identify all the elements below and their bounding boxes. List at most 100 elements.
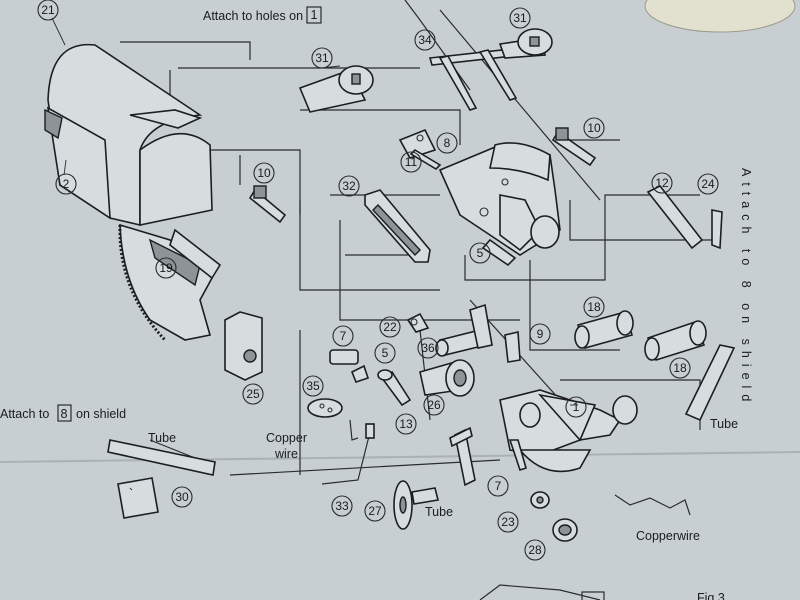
part-label-35: 35: [306, 379, 320, 393]
paper-fold: [0, 451, 800, 463]
part-label-circle: [400, 151, 422, 173]
part-label-circle: [338, 175, 360, 197]
caption-attach-shield-left-box: 8: [61, 407, 68, 421]
tube-right: [684, 344, 736, 422]
part-label-circle: [414, 29, 436, 51]
part-label-circle: [332, 325, 354, 347]
caption-copperwire: Copperwire: [636, 529, 700, 543]
part-label-circle: [171, 486, 193, 508]
part-label-circle: [331, 495, 353, 517]
caption-copper-wire: Copper: [266, 431, 307, 445]
part-label-circle: [697, 173, 719, 195]
tube-left: [107, 439, 216, 476]
corner-object: [644, 0, 796, 33]
part-label-circle: [509, 7, 531, 29]
part-24-clip: [711, 209, 723, 250]
part-label-circle: [417, 337, 439, 359]
part-18-cylinder-lower: [644, 320, 707, 361]
part-35-disc: [307, 398, 343, 418]
part-label-circle: [155, 257, 177, 279]
part-label-32: 32: [342, 179, 356, 193]
part-label-31: 31: [513, 11, 527, 25]
part-label-33: 33: [335, 499, 349, 513]
part-32-bracket-plate: [364, 189, 431, 263]
part-28-ring: [552, 518, 578, 542]
part-label-10: 10: [587, 121, 601, 135]
caption-attach-holes: Attach to holes on 1: [203, 6, 322, 24]
part-label-circle: [374, 342, 396, 364]
part-label-circle: [379, 316, 401, 338]
part-label-circle: [253, 162, 275, 184]
part-30-plate: [117, 477, 159, 519]
part-label-5: 5: [477, 246, 484, 260]
part-label-1: 1: [573, 400, 580, 414]
part-23-nut: [530, 491, 550, 509]
part-label-21: 21: [41, 3, 55, 17]
part-label-circle: [436, 132, 458, 154]
part-label-circle: [669, 357, 691, 379]
part-label-27: 27: [368, 504, 382, 518]
part-label-circle: [302, 375, 324, 397]
part-9-tab: [504, 331, 521, 363]
part-5-main-body: [438, 142, 561, 267]
part-label-circle: [524, 539, 546, 561]
part-label-circle: [395, 413, 417, 435]
part-label-11: 11: [405, 155, 418, 169]
part-1-frame: [499, 389, 638, 473]
part-label-circle: [487, 475, 509, 497]
part-label-31: 31: [315, 51, 329, 65]
part-33-crank: [321, 423, 375, 485]
part-label-circle: [565, 396, 587, 418]
part-label-30: 30: [175, 490, 189, 504]
part-label-circle: [37, 0, 59, 21]
part-label-19: 19: [159, 261, 173, 275]
part-label-circle: [242, 383, 264, 405]
part-27-pulley: [393, 480, 439, 530]
part-21-shield: [44, 17, 203, 227]
part-25-block: [224, 311, 263, 381]
caption-attach-shield-left-pre: Attach to: [0, 407, 49, 421]
part-12-rod: [646, 184, 704, 250]
part-10-pin-left: [248, 185, 287, 224]
part-10-pin-right: [551, 127, 597, 167]
part-label-7: 7: [495, 479, 502, 493]
part-label-9: 9: [537, 327, 544, 341]
caption-attach-vertical: Attach to 8 on shield: [739, 168, 753, 407]
caption-attach-shield-left-post: on shield: [76, 407, 126, 421]
part-label-18: 18: [673, 361, 687, 375]
part-label-36: 36: [421, 341, 435, 355]
caption-tube-bottom: Tube: [425, 505, 453, 519]
part-label-7: 7: [340, 329, 347, 343]
part-label-26: 26: [427, 398, 441, 412]
part-7-small-block: [329, 349, 359, 365]
part-label-circle: [651, 172, 673, 194]
caption-tube-left: Tube: [148, 431, 176, 445]
caption-attach-shield-left: Attach to 8 on shield: [0, 404, 126, 422]
figure-frame-bottom: [479, 584, 605, 600]
caption-attach-holes-box: 1: [311, 8, 318, 22]
part-label-circle: [311, 47, 333, 69]
caption-fig: Fig.3: [697, 591, 725, 600]
part-label-circle: [497, 511, 519, 533]
part-label-13: 13: [399, 417, 413, 431]
part-label-circle: [423, 394, 445, 416]
part-label-8: 8: [444, 136, 451, 150]
part-label-23: 23: [501, 515, 515, 529]
part-label-circle: [469, 242, 491, 264]
part-7-lever: [449, 426, 476, 487]
part-22-lever: [406, 312, 430, 333]
part-label-2: 2: [63, 177, 70, 191]
part-label-circle: [583, 117, 605, 139]
part-label-24: 24: [701, 177, 715, 191]
caption-tube-right: Tube: [710, 417, 738, 431]
part-label-5: 5: [382, 346, 389, 360]
caption-attach-holes-text: Attach to holes on: [203, 9, 303, 23]
part-label-10: 10: [257, 166, 271, 180]
part-26-wheel: [419, 359, 475, 397]
part-label-12: 12: [655, 176, 669, 190]
part-31-drum: [298, 65, 374, 113]
part-13-shaft: [377, 369, 412, 407]
part-34-t-handle: [428, 28, 553, 111]
